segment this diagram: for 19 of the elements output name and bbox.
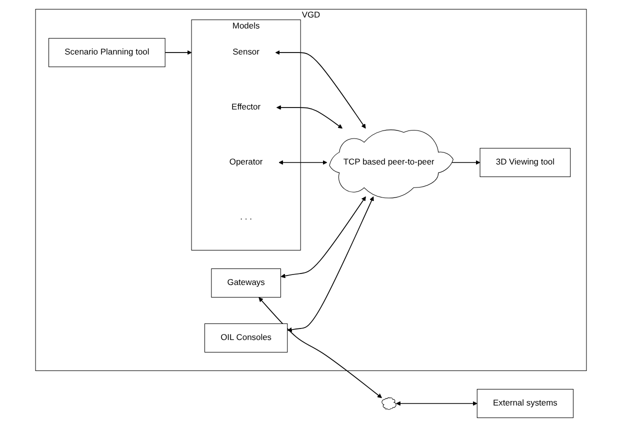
arrow [164, 50, 192, 55]
node-box: Scenario Planning tool [48, 38, 166, 68]
arrow [278, 160, 328, 165]
node-text: Operator [229, 158, 263, 167]
node-text: . . . [240, 212, 252, 222]
node-text: Effector [232, 102, 261, 112]
arrow [287, 196, 374, 332]
arrow [396, 401, 478, 406]
node-box: 3D Viewing tool [480, 148, 571, 178]
arrow [280, 196, 366, 278]
node-text: Sensor [232, 48, 260, 57]
node-cloud [382, 397, 396, 410]
arrow [276, 105, 343, 129]
node-box: Gateways [211, 268, 281, 298]
node-box: External systems [476, 388, 574, 418]
arrow [258, 297, 382, 398]
arrow [450, 160, 480, 165]
node-box: OIL Consoles [204, 323, 288, 352]
arrow [275, 50, 366, 129]
